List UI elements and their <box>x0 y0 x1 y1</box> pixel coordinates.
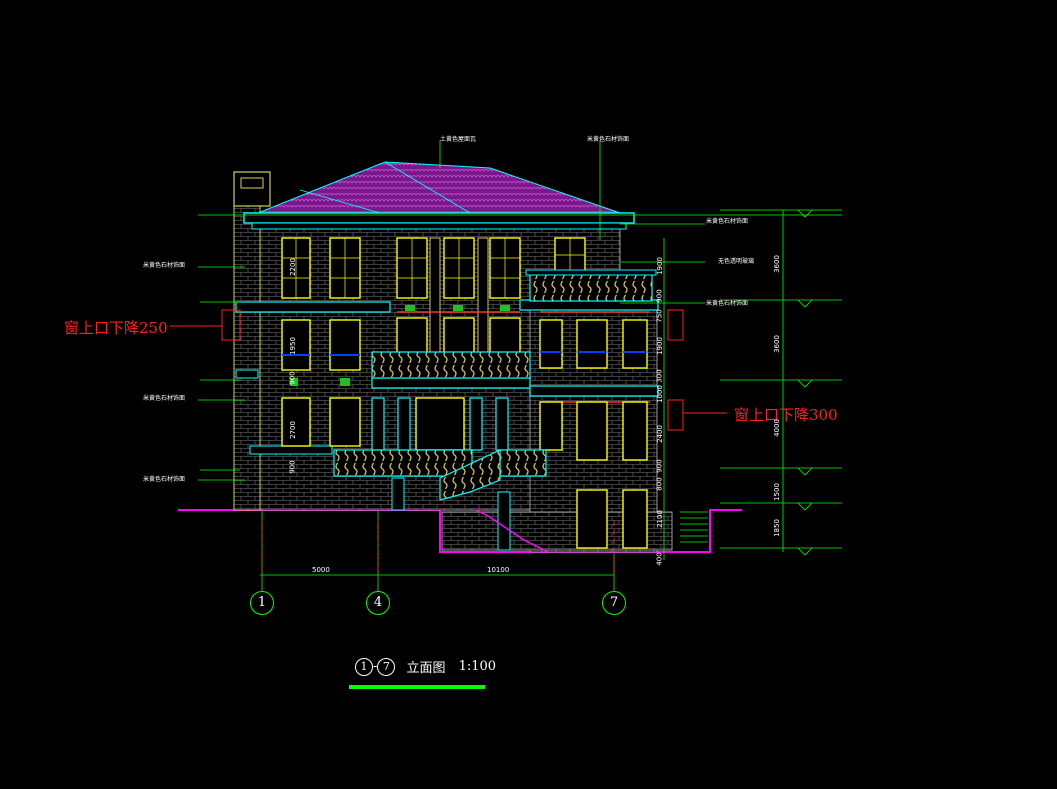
dim-window-4: 1900 <box>655 337 664 355</box>
dim-level-5: 1850 <box>772 519 781 537</box>
main-cornice <box>243 212 635 224</box>
annotation-lower-250: 窗上口下降250 <box>64 319 168 337</box>
title-scale: 1:100 <box>458 659 497 674</box>
upper-balcony <box>529 272 653 302</box>
dim-window-3: 750 <box>655 309 664 323</box>
dim-left-4: 2700 <box>288 421 297 439</box>
dim-window-2: 900 <box>655 289 664 303</box>
note-right-glass: 无色透明玻璃 <box>718 258 755 265</box>
axis-marker-1: 1 <box>250 591 274 615</box>
dim-window-8: 900 <box>655 459 664 473</box>
note-roof: 土黄色屋面瓦 <box>440 136 477 143</box>
dim-level-3: 4000 <box>772 419 781 437</box>
chimney-cap <box>233 171 271 207</box>
title-dash: - <box>373 659 378 674</box>
dim-window-10: 2100 <box>655 510 664 528</box>
dim-level-2: 3600 <box>772 335 781 353</box>
dim-window-1: 1900 <box>655 257 664 275</box>
middle-balcony <box>371 351 531 379</box>
dim-window-6: 1000 <box>655 385 664 403</box>
left-pilaster <box>233 204 261 511</box>
note-left-upper: 米黄色石材饰面 <box>143 262 186 269</box>
annotation-lower-300: 窗上口下降300 <box>734 406 838 424</box>
dim-window-5: 300 <box>655 369 664 383</box>
first-floor-windows <box>281 397 648 549</box>
dim-window-7: 2400 <box>655 425 664 443</box>
dim-bottom-right: 10100 <box>487 566 510 574</box>
note-left-lower: 米黄色石材饰面 <box>143 476 186 483</box>
axis-marker-4: 4 <box>366 591 390 615</box>
dim-bottom-left: 5000 <box>312 566 330 574</box>
note-left-middle: 米黄色石材饰面 <box>143 395 186 402</box>
note-right-cornice: 米黄色石材饰面 <box>706 218 749 225</box>
dim-left-5: 900 <box>288 460 297 474</box>
note-right-band: 米黄色石材饰面 <box>706 300 749 307</box>
title-text: 立面图 <box>406 661 446 676</box>
dim-window-9: 800 <box>655 477 664 491</box>
basement-outline <box>439 509 742 553</box>
roof <box>257 161 621 214</box>
note-top-right: 米黄色石材饰面 <box>587 136 630 143</box>
dim-left-2: 1950 <box>288 337 297 355</box>
dim-left-1: 2200 <box>288 258 297 276</box>
title-ref-right: 7 <box>377 657 396 676</box>
axis-marker-7: 7 <box>602 591 626 615</box>
dim-window-11: 400 <box>655 552 664 566</box>
second-floor-windows <box>281 317 648 371</box>
title-ref-left: 1 <box>355 657 373 676</box>
drawing-title: 1-7 立面图 1:100 <box>355 656 496 676</box>
dim-left-3: 900 <box>288 371 297 385</box>
dim-level-4: 1500 <box>772 483 781 501</box>
title-underline <box>349 685 485 689</box>
dim-level-1: 3600 <box>772 255 781 273</box>
second-floor-band <box>235 301 391 313</box>
